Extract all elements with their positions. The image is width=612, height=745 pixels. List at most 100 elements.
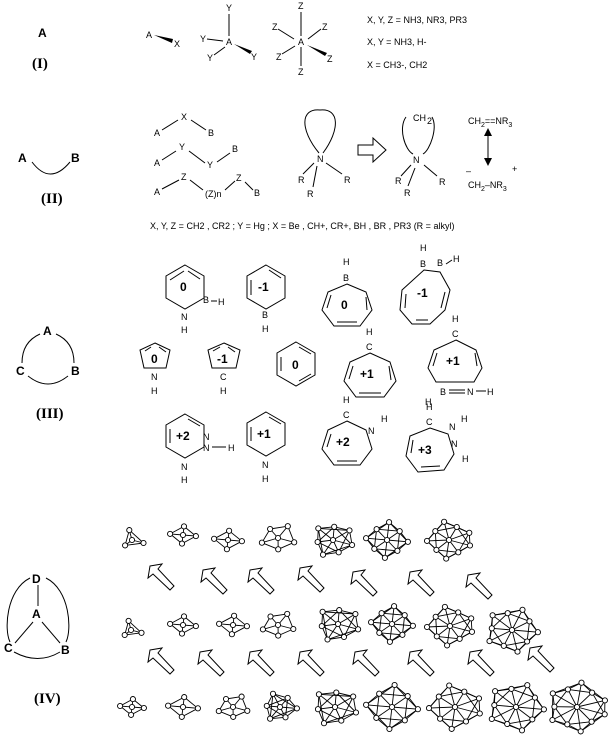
svg-text:-1: -1 <box>417 286 428 300</box>
trigonal-AY3-molecule: A Y Y Y Y <box>200 3 257 63</box>
svg-text:B: B <box>343 273 349 283</box>
svg-text:+1: +1 <box>360 367 374 381</box>
row-IV-arc-DB <box>45 577 70 643</box>
row-IV-bond-AB <box>41 621 61 644</box>
row-III-atom-B: B <box>71 364 80 378</box>
cluster-arrows <box>147 563 555 677</box>
row-II-arc <box>31 161 71 175</box>
cluster-mid-4 <box>259 610 297 639</box>
svg-text:CH2–NR3: CH2–NR3 <box>468 180 507 193</box>
svg-text:Z: Z <box>276 52 282 62</box>
svg-text:H: H <box>218 297 225 307</box>
row-II-atom-A: A <box>18 151 27 165</box>
svg-text:B: B <box>254 188 260 198</box>
svg-text:H: H <box>181 475 188 485</box>
svg-text:H: H <box>425 397 432 407</box>
svg-text:(Z)n: (Z)n <box>205 189 222 199</box>
chain-AYYB: A Y Y B <box>154 142 238 170</box>
row-IV-atom-A: A <box>32 607 41 621</box>
svg-text:B: B <box>232 144 238 154</box>
arrow-upper-1 <box>147 563 175 591</box>
row-III: A C B (III) 0 B H N H -1 B H <box>16 243 494 485</box>
svg-text:CH: CH <box>413 113 426 123</box>
cluster-top-4 <box>258 523 298 553</box>
cluster-bottom-1 <box>117 696 147 718</box>
svg-text:Z: Z <box>298 1 304 11</box>
row-I-label: (I) <box>32 56 48 72</box>
row-IV-atom-B: B <box>61 643 70 657</box>
ylide-resonance: CH2==NR3 – + CH2–NR3 <box>466 116 517 193</box>
cluster-top-7 <box>423 518 474 562</box>
cluster-grid <box>117 518 608 735</box>
ring-borepin-0: H B 0 <box>321 257 373 327</box>
svg-text:C: C <box>452 329 459 339</box>
cluster-top-1 <box>122 527 147 549</box>
arrow-lower-1 <box>147 647 175 675</box>
svg-text:0: 0 <box>292 358 299 372</box>
svg-text:R: R <box>307 189 314 199</box>
row-II: A B (II) A X B A Y Y B A Z (Z)n <box>18 109 517 231</box>
ring-azaborine-0: 0 B H N H <box>165 264 225 335</box>
svg-text:H: H <box>381 414 388 424</box>
ring-borabenzene-minus1: -1 B H <box>246 264 286 334</box>
svg-text:H: H <box>452 314 459 324</box>
svg-text:X: X <box>174 39 180 49</box>
svg-text:H: H <box>262 324 269 334</box>
arrow-upper-4 <box>297 565 325 593</box>
svg-text:H: H <box>462 454 469 464</box>
row-IV-atom-D: D <box>32 572 41 586</box>
row-I-notes: X, Y, Z = NH3, NR3, PR3 X, Y = NH3, H- X… <box>367 15 467 70</box>
cluster-top-6 <box>363 519 411 561</box>
svg-text:0: 0 <box>341 298 348 312</box>
svg-text:X: X <box>181 112 187 122</box>
svg-text:N: N <box>467 387 474 397</box>
svg-text:B: B <box>208 128 214 138</box>
row-IV-atom-C: C <box>4 641 13 655</box>
row-III-atom-C: C <box>16 364 25 378</box>
cyclic-amine-NR2: N R R R <box>298 109 351 199</box>
cluster-mid-1 <box>121 617 145 639</box>
svg-text:Y: Y <box>207 160 213 170</box>
cluster-bottom-8 <box>488 682 547 734</box>
svg-text:–: – <box>466 166 471 176</box>
svg-text:-1: -1 <box>258 280 269 294</box>
arrow-upper-6 <box>407 569 435 597</box>
ring-pyrrole-0: 0 N H <box>139 342 171 396</box>
row-I: A (I) A X A Y Y Y Y A Z Z Z <box>32 1 467 77</box>
svg-text:N: N <box>181 312 188 322</box>
svg-text:N: N <box>262 460 269 470</box>
svg-text:B: B <box>420 259 426 269</box>
svg-text:C: C <box>366 342 373 352</box>
svg-text:A: A <box>146 30 152 40</box>
cluster-bottom-3 <box>215 693 251 720</box>
svg-text:H: H <box>220 386 227 396</box>
cluster-mid-8 <box>486 606 541 655</box>
cluster-mid-7 <box>423 603 476 649</box>
svg-text:C: C <box>343 410 350 420</box>
row-III-arc-AB <box>55 333 75 364</box>
svg-text:Y: Y <box>226 3 232 13</box>
svg-text:0: 0 <box>180 280 187 294</box>
svg-text:Z: Z <box>327 54 333 64</box>
cluster-mid-6 <box>368 603 416 645</box>
svg-text:N: N <box>368 426 375 436</box>
svg-text:C: C <box>220 372 227 382</box>
chain-AXB: A X B <box>154 112 214 138</box>
svg-text:Y: Y <box>179 142 185 152</box>
cluster-mid-3 <box>216 612 250 638</box>
svg-text:N: N <box>151 372 158 382</box>
svg-text:R: R <box>439 177 446 187</box>
svg-text:B: B <box>437 258 443 268</box>
svg-text:N: N <box>413 155 420 165</box>
cluster-top-2 <box>167 523 199 547</box>
svg-text:Z: Z <box>298 67 304 77</box>
note-XYZ: X, Y, Z = NH3, NR3, PR3 <box>367 15 467 25</box>
note-X: X = CH3-, CH2 <box>367 60 427 70</box>
row-II-atom-B: B <box>71 151 80 165</box>
svg-text:H: H <box>343 257 350 267</box>
svg-text:N: N <box>203 432 210 442</box>
arrow-upper-5 <box>350 569 378 597</box>
svg-text:Z: Z <box>181 172 187 182</box>
ring-azaborepin-plus1: H C +1 B N H H <box>425 314 494 407</box>
